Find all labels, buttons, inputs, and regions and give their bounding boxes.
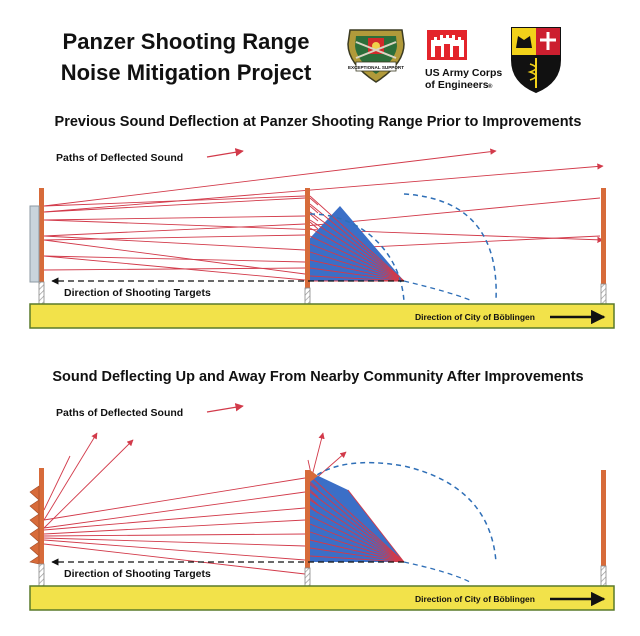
usace-logo: US Army Corps of Engineers ® bbox=[425, 30, 502, 91]
panel2-fan-rays bbox=[309, 475, 405, 563]
panel1-wall-hits bbox=[309, 197, 319, 230]
panel1-dispersion-arc-outer bbox=[403, 193, 497, 301]
panel1-legend-arrow bbox=[206, 148, 244, 158]
panel1-dispersion-arc bbox=[309, 213, 405, 303]
panel2-targets-label: Direction of Shooting Targets bbox=[64, 568, 211, 580]
panel2-wall-hits bbox=[309, 481, 319, 514]
panel1-city-label: Direction of City of Böblingen bbox=[415, 312, 535, 322]
panel1-middle-wall bbox=[305, 188, 310, 288]
usace-registered-mark: ® bbox=[488, 83, 493, 90]
panel2-left-wall bbox=[39, 468, 44, 564]
panel2-heading: Sound Deflecting Up and Away From Nearby… bbox=[52, 369, 583, 385]
panel1-paths-label: Paths of Deflected Sound bbox=[56, 152, 183, 164]
panel1-fan-rays bbox=[309, 195, 405, 282]
panel2-legend-arrow bbox=[206, 403, 244, 413]
panel1-targets-label: Direction of Shooting Targets bbox=[64, 287, 211, 299]
panel1-backstop bbox=[29, 205, 40, 283]
panel1-heading: Previous Sound Deflection at Panzer Shoo… bbox=[55, 114, 582, 130]
panel2-middle-wall bbox=[305, 470, 310, 568]
panel2-right-wall bbox=[601, 470, 606, 566]
panel2-sound-rays bbox=[43, 432, 306, 575]
page-title-line2: Noise Mitigation Project bbox=[61, 60, 312, 85]
panel2-ground bbox=[29, 585, 615, 611]
panel2-angled-baffles bbox=[29, 485, 40, 565]
panel1-ground bbox=[29, 303, 615, 329]
garrison-crest-motto: EXCEPTIONAL SUPPORT bbox=[348, 65, 404, 70]
panel2-dispersion-arc bbox=[309, 461, 497, 563]
usace-name-line2: of Engineers bbox=[425, 79, 489, 91]
garrison-crest-icon: EXCEPTIONAL SUPPORT bbox=[347, 29, 405, 83]
boeblingen-shield-icon bbox=[511, 27, 561, 94]
panel2-paths-label: Paths of Deflected Sound bbox=[56, 407, 183, 419]
usace-name-line1: US Army Corps bbox=[425, 67, 502, 79]
page-title-line1: Panzer Shooting Range bbox=[63, 29, 310, 54]
panel2-city-label: Direction of City of Böblingen bbox=[415, 594, 535, 604]
panel1-left-wall bbox=[39, 188, 44, 282]
panel1-right-wall bbox=[601, 188, 606, 284]
